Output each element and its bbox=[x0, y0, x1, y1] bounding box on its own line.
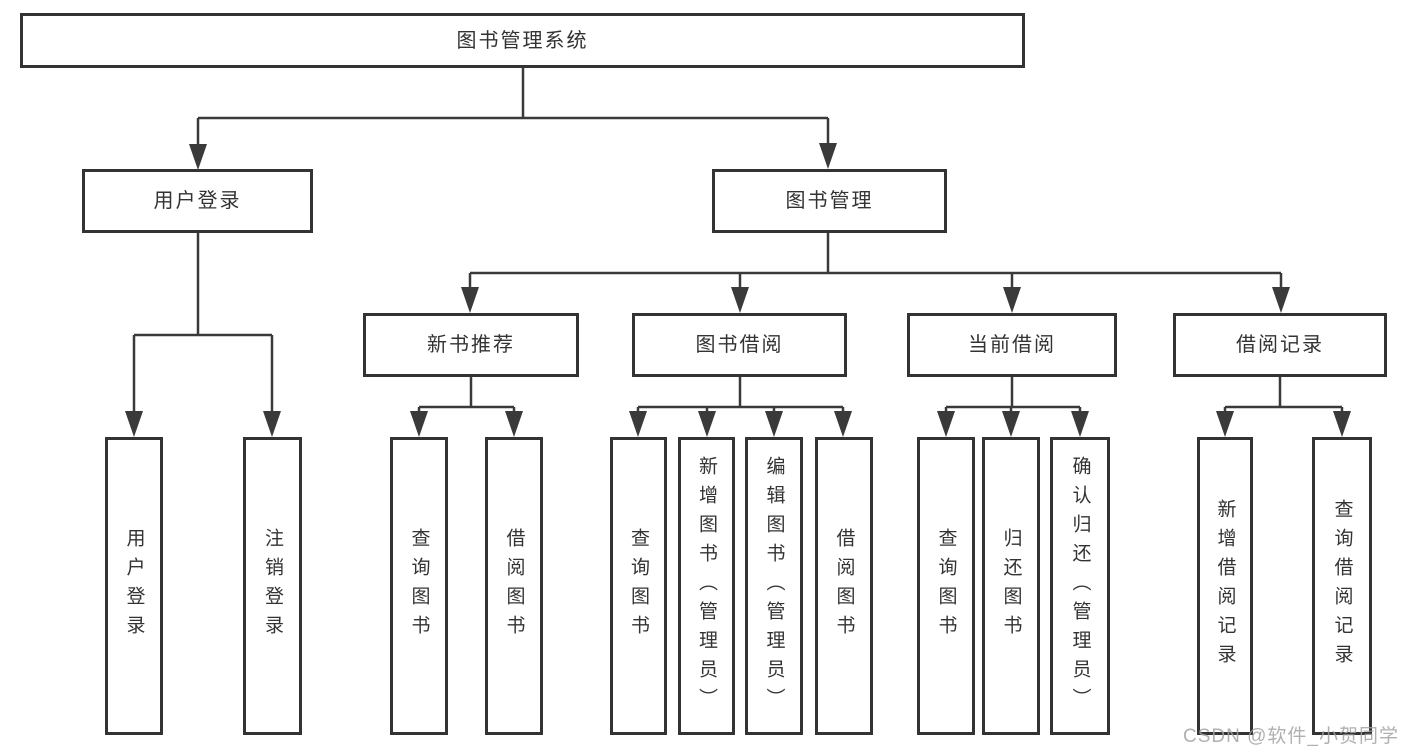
arrow-to-borrowing-records bbox=[1272, 287, 1290, 313]
arrow-to-leaf-confirm-return bbox=[1071, 411, 1089, 437]
arrow-to-leaf-query-books-3 bbox=[937, 411, 955, 437]
arrow-to-user-login bbox=[189, 144, 207, 170]
leaf-return-books: 归还图书 bbox=[982, 437, 1040, 735]
leaf-add-borrow-record: 新增借阅记录 bbox=[1197, 437, 1253, 735]
arrow-to-leaf-borrow-books-2 bbox=[834, 411, 852, 437]
leaf-edit-books-admin: 编辑图书（管理员） bbox=[745, 437, 803, 735]
watermark: CSDN @软件_小贺同学 bbox=[1183, 726, 1399, 747]
node-label: 确认归还（管理员） bbox=[1069, 455, 1091, 717]
node-book-borrowing: 图书借阅 bbox=[632, 313, 847, 377]
node-label: 新增借阅记录 bbox=[1214, 499, 1236, 673]
arrow-to-leaf-edit-books bbox=[765, 411, 783, 437]
node-user-login: 用户登录 bbox=[82, 169, 313, 233]
node-label: 归还图书 bbox=[1000, 528, 1022, 644]
arrow-to-book-management bbox=[819, 143, 837, 169]
arrow-to-leaf-borrow-books-1 bbox=[505, 411, 523, 437]
leaf-borrow-books-1: 借阅图书 bbox=[485, 437, 543, 735]
node-label: 查询图书 bbox=[408, 528, 430, 644]
node-label: 编辑图书（管理员） bbox=[763, 455, 785, 717]
leaf-user-login: 用户登录 bbox=[105, 437, 163, 735]
arrow-to-leaf-add-books bbox=[698, 411, 716, 437]
leaf-borrow-books-2: 借阅图书 bbox=[815, 437, 873, 735]
leaf-logout-login: 注销登录 bbox=[243, 437, 302, 735]
node-label: 借阅图书 bbox=[503, 528, 525, 644]
node-label: 当前借阅 bbox=[968, 334, 1056, 356]
node-label: 图书借阅 bbox=[695, 334, 784, 356]
node-current-borrowing: 当前借阅 bbox=[907, 313, 1117, 377]
arrow-to-current-borrowing bbox=[1003, 287, 1021, 313]
arrow-to-leaf-user-login bbox=[125, 411, 143, 437]
arrow-to-leaf-query-books-2 bbox=[629, 411, 647, 437]
node-label: 查询图书 bbox=[935, 528, 957, 644]
arrow-to-leaf-logout bbox=[263, 411, 281, 437]
leaf-query-books-2: 查询图书 bbox=[610, 437, 667, 735]
node-label: 图书管理系统 bbox=[456, 29, 589, 52]
node-label: 借阅图书 bbox=[833, 528, 855, 644]
arrow-to-leaf-return-books bbox=[1002, 411, 1020, 437]
arrow-to-leaf-add-borrow-record bbox=[1216, 411, 1234, 437]
node-label: 新增图书（管理员） bbox=[696, 455, 717, 717]
leaf-confirm-return-admin: 确认归还（管理员） bbox=[1050, 437, 1110, 735]
node-label: 查询借阅记录 bbox=[1331, 499, 1353, 673]
arrow-to-leaf-query-books-1 bbox=[410, 411, 428, 437]
node-label: 用户登录 bbox=[153, 190, 242, 212]
leaf-add-books-admin: 新增图书（管理员） bbox=[678, 437, 735, 735]
arrow-to-book-borrowing bbox=[731, 287, 749, 313]
node-label: 图书管理 bbox=[785, 190, 874, 212]
node-label: 用户登录 bbox=[123, 528, 145, 644]
leaf-query-borrow-record: 查询借阅记录 bbox=[1312, 437, 1372, 735]
node-label: 注销登录 bbox=[262, 528, 283, 644]
leaf-query-books-1: 查询图书 bbox=[390, 437, 448, 735]
node-borrowing-records: 借阅记录 bbox=[1173, 313, 1387, 377]
node-label: 新书推荐 bbox=[427, 334, 515, 356]
node-label: 借阅记录 bbox=[1236, 334, 1324, 356]
arrow-to-new-book-recommendation bbox=[461, 287, 479, 313]
node-new-book-recommendation: 新书推荐 bbox=[363, 313, 579, 377]
node-book-management: 图书管理 bbox=[712, 169, 947, 233]
node-library-management-system: 图书管理系统 bbox=[20, 13, 1025, 68]
leaf-query-books-3: 查询图书 bbox=[917, 437, 975, 735]
arrow-to-leaf-query-borrow-record bbox=[1333, 411, 1351, 437]
node-label: 查询图书 bbox=[628, 528, 649, 644]
